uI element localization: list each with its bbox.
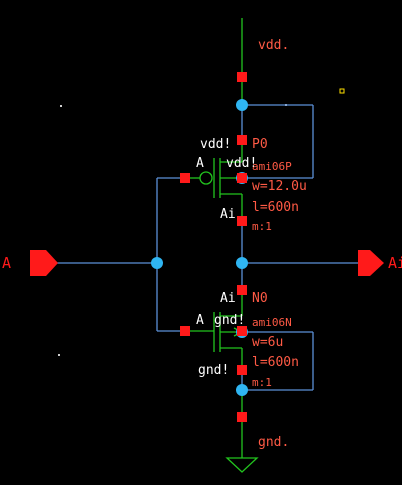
- terminal-marker: [237, 285, 247, 295]
- pmos-model-label: ami06P: [252, 160, 292, 173]
- nmos-length-label: l=600n: [252, 355, 299, 370]
- terminal-marker: [237, 365, 247, 375]
- pmos-bulk-label-2: vdd!: [226, 156, 257, 171]
- terminal-marker: [237, 216, 247, 226]
- pmos-gate-label: A: [196, 156, 204, 171]
- nmos-bulk-label: gnd!: [214, 313, 245, 328]
- junction-node: [236, 384, 248, 396]
- gnd-net-label: gnd.: [258, 435, 289, 450]
- terminal-marker: [180, 173, 190, 183]
- nmos-gate-label: A: [196, 313, 204, 328]
- nmos-model-label: ami06N: [252, 316, 292, 329]
- pmos-drain-label: Ai: [220, 207, 236, 222]
- junction-node: [236, 99, 248, 111]
- pmos-multiplier-label: m:1: [252, 220, 272, 233]
- junction-node: [151, 257, 163, 269]
- terminal-marker: [237, 135, 247, 145]
- terminal-marker: [180, 326, 190, 336]
- pmos-width-label: w=12.0u: [252, 179, 307, 194]
- pmos-length-label: l=600n: [252, 200, 299, 215]
- terminal-marker: [237, 72, 247, 82]
- input-pin-label: A: [2, 254, 11, 272]
- selection-marker: [339, 88, 345, 94]
- nmos-instance-label: N0: [252, 291, 268, 306]
- terminal-marker: [237, 326, 247, 336]
- pmos-bulk-label: vdd!: [200, 137, 231, 152]
- output-pin-label: Ai: [388, 254, 402, 272]
- terminal-marker: [237, 412, 247, 422]
- nmos-bulk-label-2: gnd!: [198, 363, 229, 378]
- input-pin[interactable]: [30, 250, 58, 276]
- nmos-drain-label: Ai: [220, 291, 236, 306]
- output-pin[interactable]: [358, 250, 384, 276]
- vdd-net-label: vdd.: [258, 38, 289, 53]
- junction-node: [236, 257, 248, 269]
- terminal-marker: [237, 173, 247, 183]
- nmos-multiplier-label: m:1: [252, 376, 272, 389]
- pmos-instance-label: P0: [252, 137, 268, 152]
- ground-symbol: [225, 457, 259, 473]
- nmos-width-label: w=6u: [252, 335, 283, 350]
- terminals: [180, 72, 247, 422]
